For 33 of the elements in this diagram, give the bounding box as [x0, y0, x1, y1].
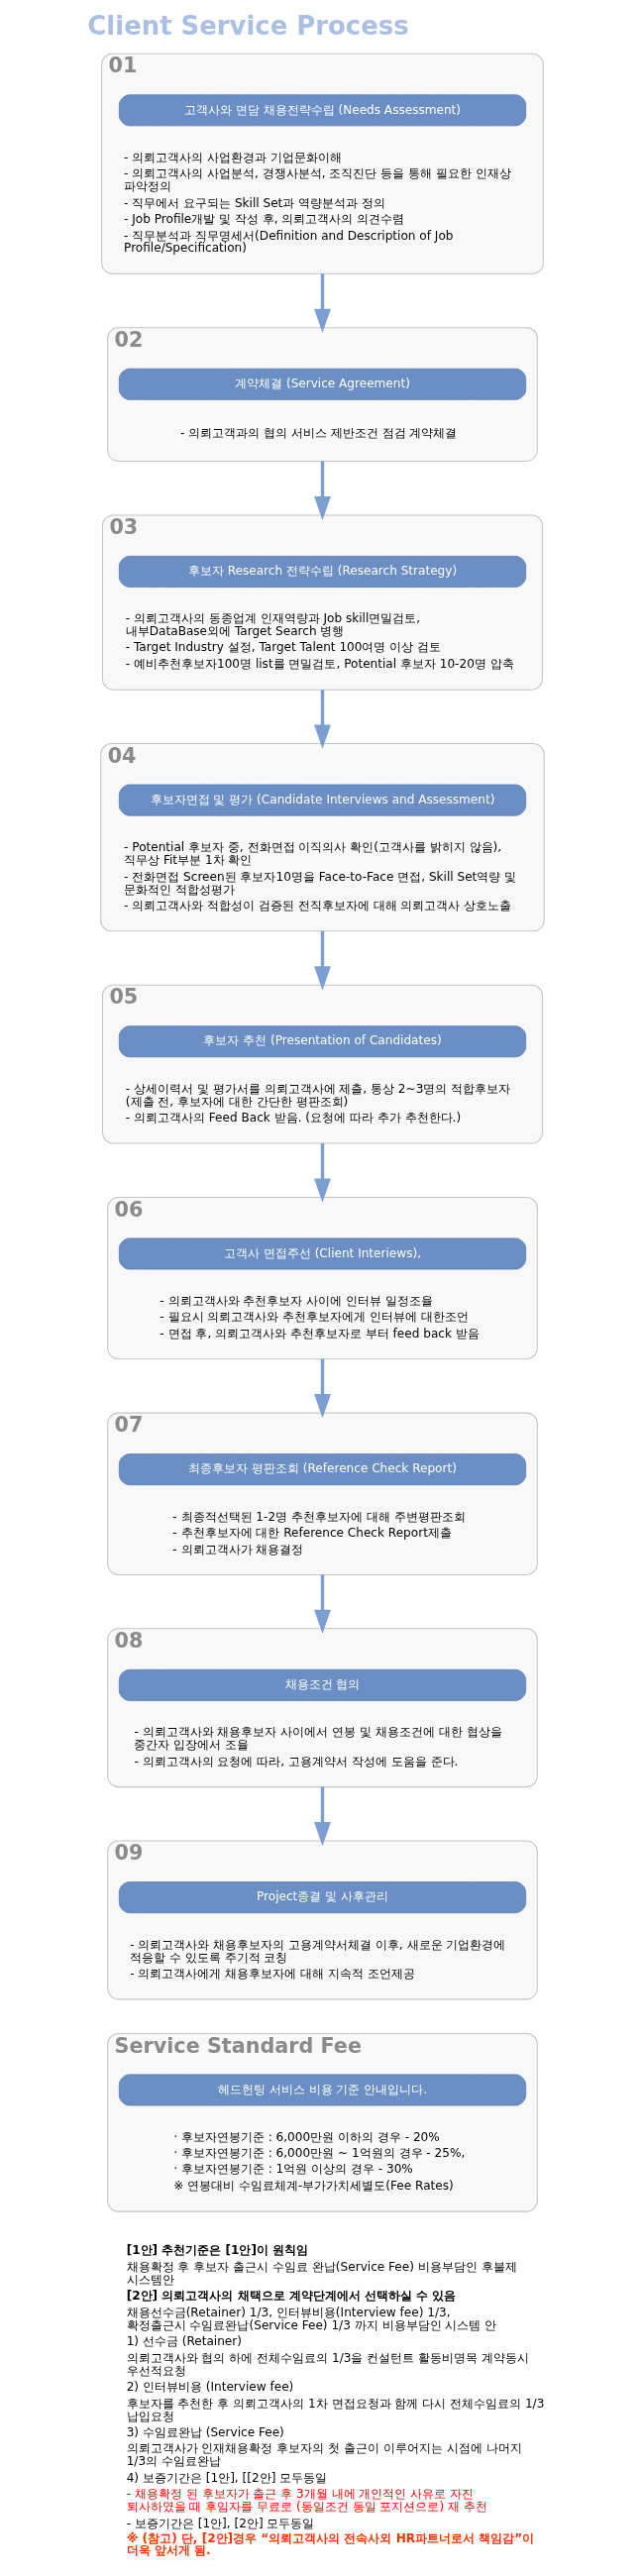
- node-box: 채용조건 협의: [118, 1668, 526, 1701]
- label: ※ (참고) 단, [2안]경우 “의뢰고객사의 전속사외 HR파트너로서 책임감”이 더욱 앞서게 됨.: [126, 2531, 534, 2558]
- node-box: 후보자면접 및 평가 (Candidate Interviews and Assessment): [118, 784, 526, 816]
- node-box: 헤드헌팅 서비스 비용 기준 안내입니다.: [118, 2074, 526, 2106]
- node-box: Project종결 및 사후관리: [118, 1881, 526, 1914]
- label: 후보자를 추천한 후 의뢰고객사의 1차 면접요청과 함께 다시 전체수임료의 1/3 납입요청: [126, 2396, 544, 2423]
- arrow: [313, 1143, 331, 1203]
- label: - 보증기간은 [1안], [2안] 모두동일: [126, 2516, 314, 2530]
- label: 2) 인터뷰비용 (Interview fee): [126, 2380, 293, 2395]
- node-box: 계약체결 (Service Agreement): [118, 368, 526, 400]
- node-box: 후보자 Research 전략수립 (Research Strategy): [118, 555, 526, 588]
- arrow: [313, 273, 331, 333]
- label: 채용선수금(Retainer) 1/3, 인터뷰비용(Interview fee) 1/3, 확정출근시 수임료완납(Service Fee) 1/3 까지 비용부담인 시스템 안: [126, 2306, 496, 2333]
- diagram-title: Client Service Process: [86, 11, 409, 42]
- label: [2안] 의뢰고객사의 채택으로 계약단계에서 선택하실 수 있음: [126, 2288, 456, 2303]
- arrow: [313, 1574, 331, 1635]
- arrow: [313, 930, 331, 991]
- arrow: [313, 690, 331, 749]
- label: 3) 수임료완납 (Service Fee): [126, 2425, 284, 2440]
- arrow: [313, 461, 331, 521]
- label: 의뢰고객사가 인재채용확정 후보자의 첫 출근이 이루어지는 시점에 나머지 1/3의 수임료완납: [126, 2441, 522, 2469]
- node-box: 최종후보자 평판조회 (Reference Check Report): [118, 1453, 526, 1486]
- label: [1안] 추천기준은 [1안]이 원칙임: [126, 2243, 308, 2258]
- label: - 채용확정 된 후보자가 출근 후 3개월 내에 개인적인 사유로 자진 퇴사하였을 때 후임자를 무료로 (동일조건 동일 포지션으로) 재 추천: [126, 2487, 487, 2515]
- node-box: 후보자 추천 (Presentation of Candidates): [118, 1025, 526, 1058]
- label: 1) 선수금 (Retainer): [126, 2334, 242, 2349]
- arrow: [313, 1358, 331, 1419]
- node-box: 고객사와 면담 채용전략수립 (Needs Assessment): [118, 94, 526, 127]
- arrow: [313, 1786, 331, 1847]
- label: 채용확정 후 후보자 출근시 수임료 완납(Service Fee) 비용부담인 후불제 시스템안: [126, 2260, 517, 2288]
- node-box: 고객사 면접주선 (Client Interiews),: [118, 1237, 526, 1270]
- label: 의뢰고객사와 협의 하에 전체수임료의 1/3을 컨설턴트 활동비명목 계약동시 우선적요청: [126, 2350, 529, 2378]
- label: 4) 보증기간은 [1안], [[2안] 모두동일: [126, 2470, 327, 2485]
